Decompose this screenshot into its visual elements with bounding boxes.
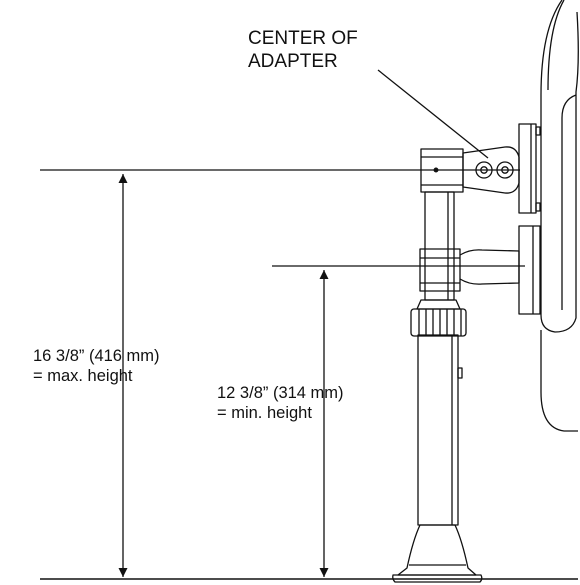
base-foot — [397, 524, 477, 576]
callout-line-1: CENTER OF — [248, 28, 358, 49]
adapter-plate-lower — [518, 225, 541, 315]
lower-arm — [459, 249, 520, 285]
center-of-adapter-label: CENTER OF ADAPTER — [248, 28, 358, 74]
adapter-plate-upper — [518, 123, 537, 214]
callout-line-2: ADAPTER — [248, 50, 338, 72]
callout-leader-line — [377, 69, 489, 159]
max-height-value: 16 3/8” (416 mm) — [33, 347, 160, 365]
min-height-label: 12 3/8” (314 mm) = min. height — [217, 384, 344, 424]
monitor-mount — [392, 123, 541, 583]
pivot-knob-left — [475, 161, 493, 179]
upper-pole — [424, 191, 455, 301]
min-height-caption: = min. height — [217, 403, 312, 422]
lower-pole — [417, 334, 459, 526]
pivot-knob-right — [496, 161, 514, 179]
max-height-label: 16 3/8” (416 mm) = max. height — [33, 347, 160, 387]
height-lock-collar — [410, 308, 467, 337]
monitor-outline — [540, 0, 579, 333]
max-height-caption: = max. height — [33, 366, 133, 385]
min-height-value: 12 3/8” (314 mm) — [217, 384, 344, 402]
